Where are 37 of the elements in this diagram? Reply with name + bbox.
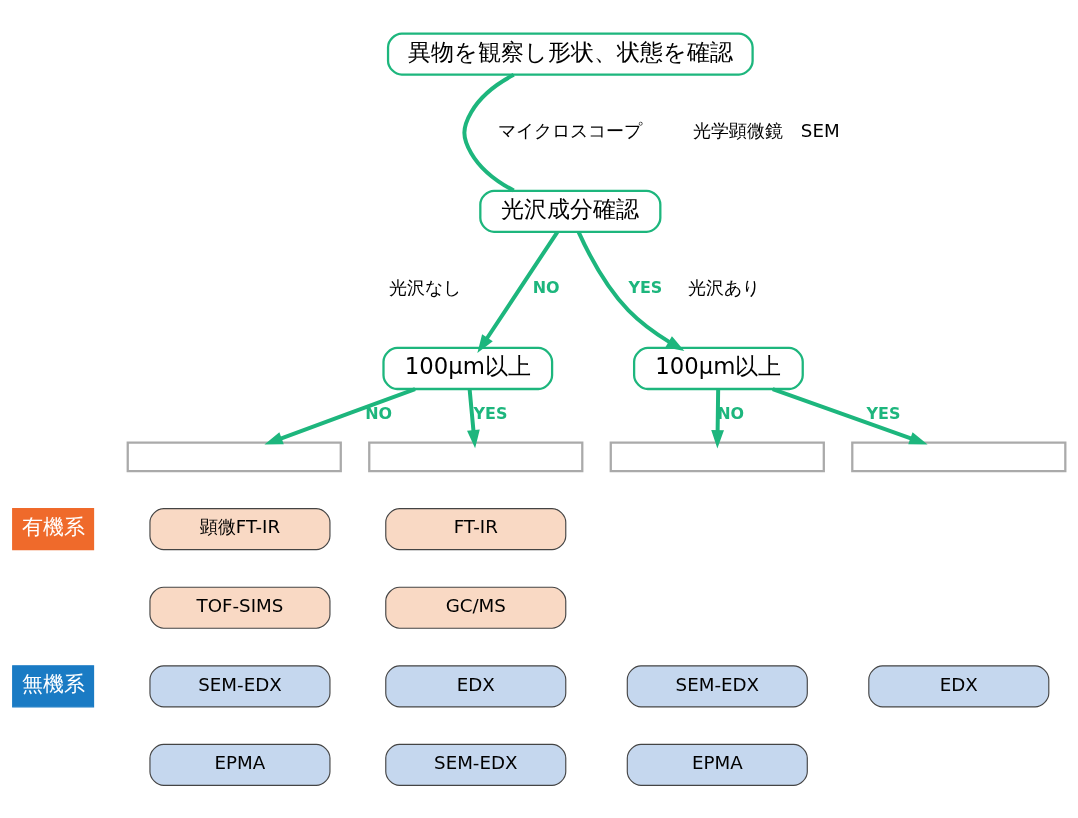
- node-box: 光沢成分確認: [479, 189, 662, 233]
- edge-label: YES: [628, 277, 663, 297]
- connector: [462, 72, 515, 192]
- label: 光沢あり: [688, 276, 761, 298]
- arrow: [772, 386, 928, 444]
- node-box: 100μm以上: [633, 346, 804, 390]
- edge-label: YES: [473, 403, 508, 423]
- node-box: 顕微FT-IR: [149, 507, 331, 550]
- node-box: EDX: [385, 664, 567, 707]
- node-box: EDX: [868, 664, 1050, 707]
- node-box: SEM-EDX: [626, 664, 808, 707]
- node-box: [609, 440, 825, 472]
- edge-label: YES: [866, 403, 901, 423]
- node-box: EPMA: [626, 743, 808, 786]
- node-box: [368, 440, 584, 472]
- node-box: 100μm以上: [382, 346, 554, 390]
- node-box: SEM-EDX: [385, 743, 567, 786]
- node-box: TOF-SIMS: [149, 586, 331, 629]
- node-box: 無機系: [12, 664, 95, 707]
- node-box: FT-IR: [385, 507, 567, 550]
- edge-label: NO: [532, 277, 560, 297]
- node-box: [851, 440, 1067, 472]
- arrow: [576, 230, 685, 351]
- label: マイクロスコープ: [498, 119, 643, 141]
- arrow: [467, 388, 480, 448]
- node-box: 異物を観察し形状、状態を確認: [386, 31, 754, 76]
- node-box: [126, 440, 342, 472]
- label: 光学顕微鏡 SEM: [692, 119, 840, 141]
- node-box: SEM-EDX: [149, 664, 331, 707]
- node-box: EPMA: [149, 743, 331, 786]
- label: 光沢なし: [388, 276, 461, 298]
- node-box: GC/MS: [385, 586, 567, 629]
- arrow: [711, 388, 724, 448]
- node-box: 有機系: [12, 507, 95, 550]
- arrow: [264, 386, 416, 445]
- arrow: [477, 230, 559, 353]
- edge-label: NO: [365, 403, 393, 423]
